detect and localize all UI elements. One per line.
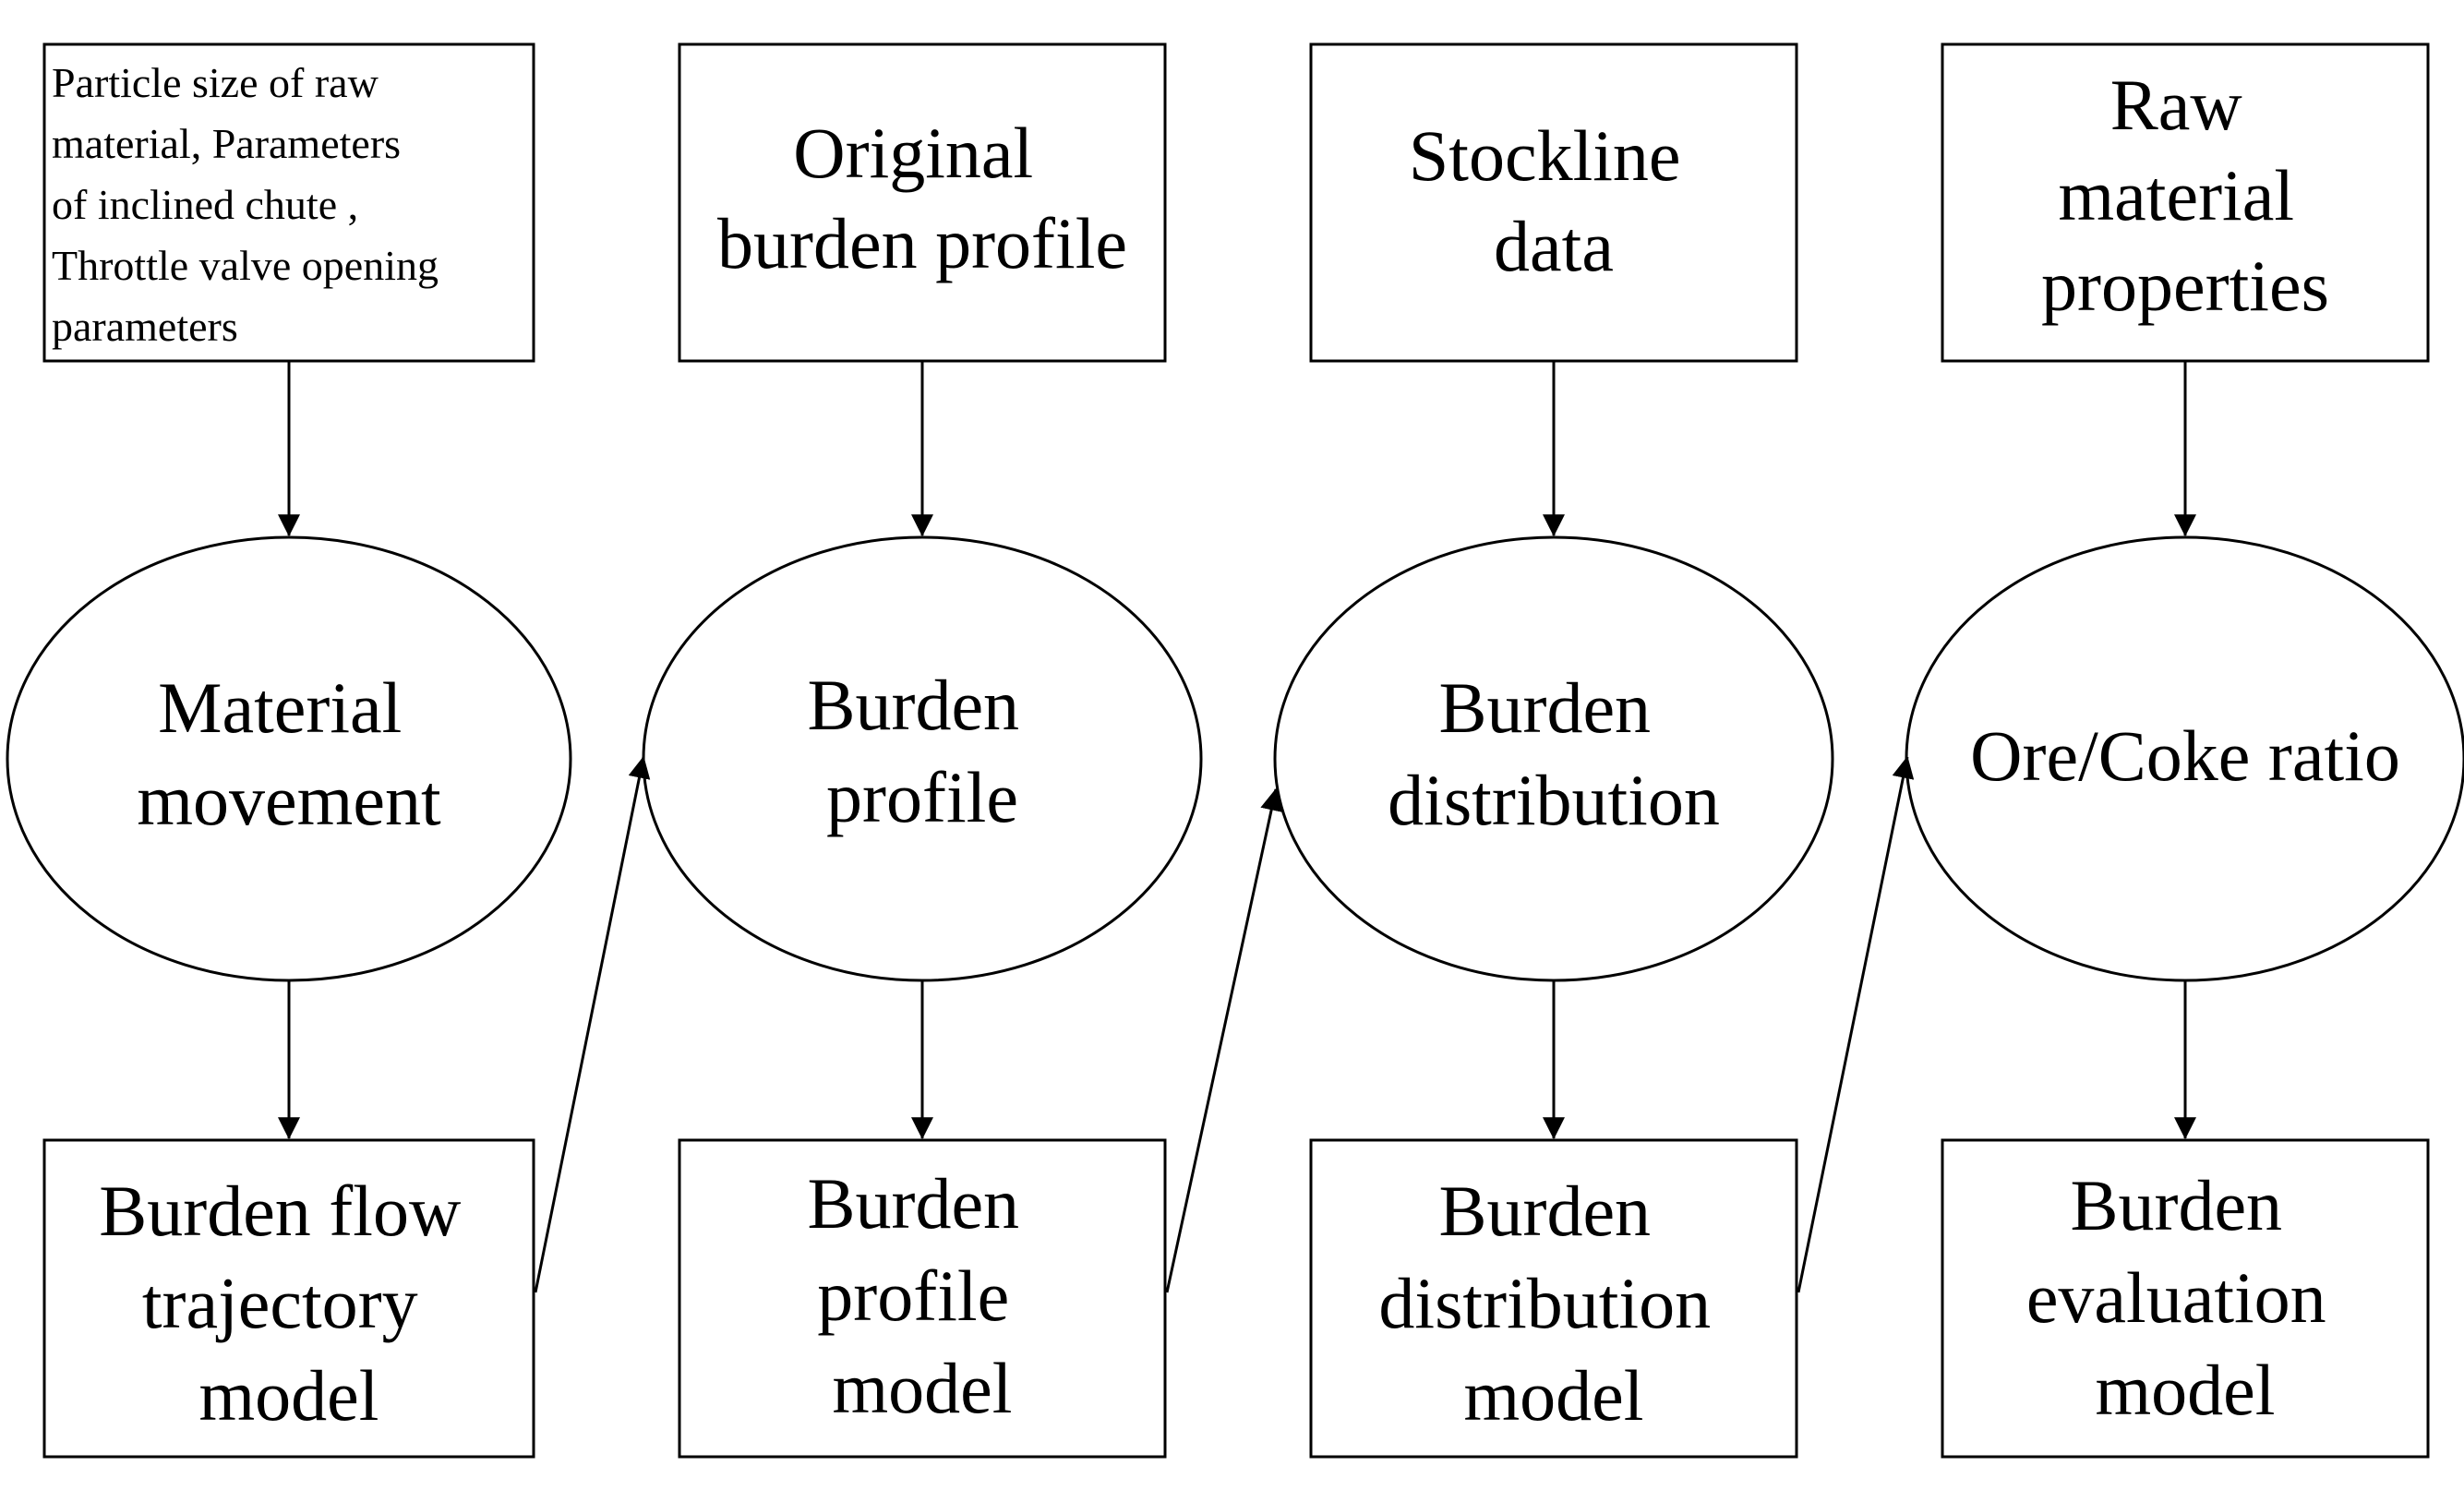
input-label-3-line-1: Stockline xyxy=(1409,115,1681,196)
input-box-2 xyxy=(678,42,1167,363)
model-label-2-line-2: profile xyxy=(817,1256,1009,1336)
model-label-1: Burden flow trajectory model xyxy=(99,1171,479,1436)
model-label-4-line-2: evaluation xyxy=(2026,1257,2326,1338)
input-label-2: Original burden profile xyxy=(717,113,1127,283)
process-label-1: Material movement xyxy=(137,667,441,840)
model-label-2: Burden profile model xyxy=(807,1163,1037,1428)
arrow-model-1-to-process-2 xyxy=(534,755,651,1293)
model-label-1-line-3: model xyxy=(199,1355,379,1436)
model-box-2 xyxy=(678,1138,1167,1459)
process-label-3-line-2: distribution xyxy=(1388,760,1720,840)
model-box-1 xyxy=(42,1138,535,1459)
model-label-2-line-1: Burden xyxy=(807,1163,1019,1244)
process-label-2-line-2: profile xyxy=(826,757,1018,837)
process-ellipse-1 xyxy=(6,535,572,982)
model-label-3-line-2: distribution xyxy=(1378,1263,1711,1343)
input-label-4-line-2: material xyxy=(2058,155,2294,235)
input-label-1-line-4: Throttle valve opening xyxy=(52,242,439,289)
model-label-3-line-1: Burden xyxy=(1438,1171,1651,1251)
input-label-3-line-2: data xyxy=(1494,206,1614,286)
process-label-1-line-2: movement xyxy=(137,760,441,840)
input-label-2-line-2: burden profile xyxy=(717,203,1127,283)
process-label-3-line-1: Burden xyxy=(1438,667,1651,748)
model-label-3-line-3: model xyxy=(1464,1355,1644,1436)
input-label-1-line-5: parameters xyxy=(52,303,238,350)
model-label-4-line-3: model xyxy=(2096,1350,2276,1430)
model-label-2-line-3: model xyxy=(833,1348,1013,1428)
arrow-model-2-to-process-3 xyxy=(1165,787,1282,1293)
process-ellipse-3 xyxy=(1273,535,1834,982)
process-label-1-line-1: Material xyxy=(158,667,402,748)
model-box-3 xyxy=(1309,1138,1798,1459)
input-box-4 xyxy=(1941,42,2430,363)
input-label-1: Particle size of raw material, Parameter… xyxy=(52,59,450,350)
input-label-1-line-1: Particle size of raw xyxy=(52,59,379,106)
model-box-4 xyxy=(1941,1138,2430,1459)
process-label-4-line-1: Ore/Coke ratio xyxy=(1970,715,2400,796)
process-label-2: Burden profile xyxy=(807,665,1037,837)
input-label-4: Raw material properties xyxy=(2041,65,2329,326)
input-label-2-line-1: Original xyxy=(793,113,1033,193)
model-label-1-line-1: Burden flow xyxy=(99,1171,461,1251)
model-label-4: Burden evaluation model xyxy=(2026,1165,2344,1430)
input-label-1-line-3: of inclined chute , xyxy=(52,181,358,228)
model-label-3: Burden distribution model xyxy=(1378,1171,1728,1436)
model-label-1-line-2: trajectory xyxy=(142,1263,418,1343)
process-label-3: Burden distribution xyxy=(1388,667,1720,840)
process-label-2-line-1: Burden xyxy=(807,665,1019,745)
input-box-1 xyxy=(42,42,535,363)
input-box-3 xyxy=(1309,42,1798,363)
input-label-1-line-2: material, Parameters xyxy=(52,120,401,167)
input-label-4-line-3: properties xyxy=(2041,246,2329,326)
arrow-model-3-to-process-4 xyxy=(1797,755,1915,1293)
input-label-4-line-1: Raw xyxy=(2110,65,2242,145)
input-label-3: Stockline data xyxy=(1409,115,1699,286)
model-label-4-line-1: Burden xyxy=(2070,1165,2282,1245)
process-label-4: Ore/Coke ratio xyxy=(1970,715,2400,796)
